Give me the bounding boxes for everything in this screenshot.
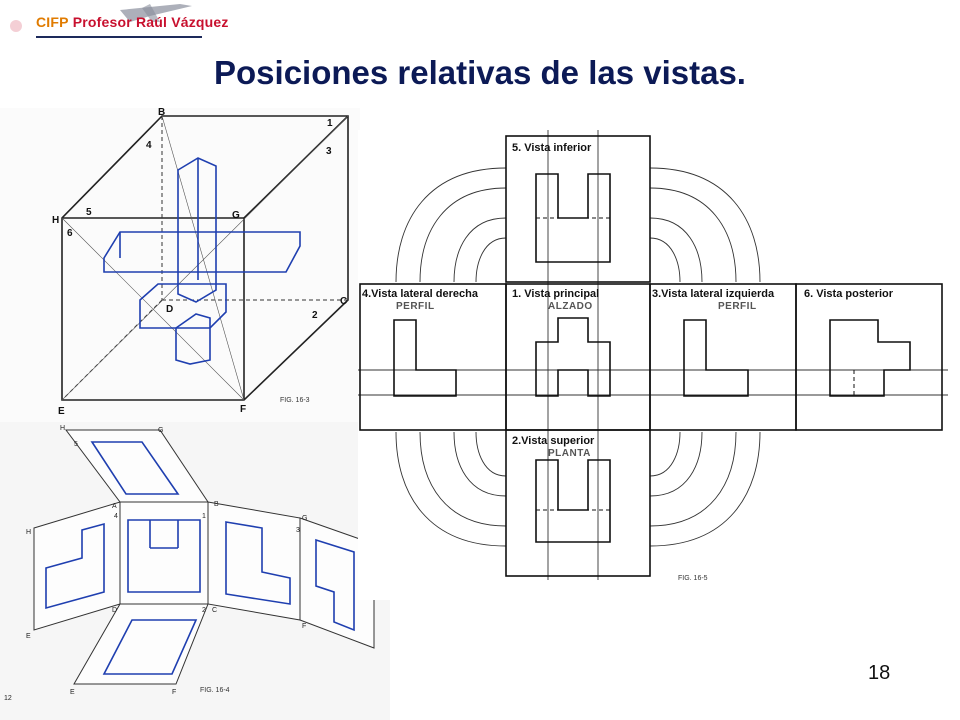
- caption-fig-16-4: FIG. 16-4: [200, 687, 230, 694]
- page-title: Posiciones relativas de las vistas.: [214, 54, 746, 91]
- corner-g: G: [232, 210, 240, 221]
- view-label-lateral-derecha: 4.Vista lateral derecha: [362, 288, 479, 300]
- unfolded-corner-h: H: [60, 425, 65, 432]
- unfolded-corner-f: F: [302, 623, 306, 630]
- cube-numbers: 1 2 3 4 5 6: [67, 118, 333, 321]
- corner-b: B: [158, 108, 165, 118]
- unfolded-number-5: 5: [74, 441, 78, 448]
- header-logo: [0, 0, 210, 46]
- corner-h: H: [52, 215, 59, 226]
- figure-views: 5. Vista inferior 4.Vista lateral derech…: [358, 130, 948, 600]
- unfolded-corner-c: C: [212, 607, 217, 614]
- caption-fig-16-5: FIG. 16-5: [678, 575, 708, 582]
- unfolded-number-4: 4: [114, 513, 118, 520]
- unfolded-numbers: 5 4 1 3 2: [74, 441, 300, 614]
- unfolded-corner-d: D: [112, 607, 117, 614]
- corner-c: C: [340, 296, 347, 307]
- unfolded-corner-h2: H: [26, 529, 31, 536]
- corner-d: D: [166, 304, 173, 315]
- view-label-principal: 1. Vista principal: [512, 288, 599, 300]
- cube-number-4: 4: [146, 140, 152, 151]
- cube-number-5: 5: [86, 207, 92, 218]
- unfolded-corner-e: E: [26, 633, 31, 640]
- view-label-lateral-izquierda: 3.Vista lateral izquierda: [652, 288, 775, 300]
- unfolded-corner-g2: G: [302, 515, 307, 522]
- unfolded-corner-g: G: [158, 427, 163, 434]
- view-label-inferior: 5. Vista inferior: [512, 142, 592, 154]
- margin-mark: 12: [4, 695, 12, 702]
- caption-fig-16-3: FIG. 16-3: [280, 397, 310, 404]
- unfolded-corners: H G A B H G E D C F E F: [26, 425, 307, 696]
- unfolded-corner-e2: E: [70, 689, 75, 696]
- unfolded-number-2: 2: [202, 607, 206, 614]
- cube-corners: B H C E F G D: [52, 108, 347, 417]
- figure-unfolded: H G A B H G E D C F E F 5 4 1 3 2 12 FIG…: [0, 422, 390, 720]
- unfolded-corner-a: A: [112, 503, 117, 510]
- cube-number-1: 1: [327, 118, 333, 129]
- view-sublabel-perfil-derecha: PERFIL: [396, 301, 435, 312]
- unfolded-corner-f2: F: [172, 689, 176, 696]
- unfolded-number-3: 3: [296, 527, 300, 534]
- logo-name: Profesor Raúl Vázquez: [72, 14, 229, 30]
- page-number: 18: [868, 662, 891, 684]
- view-sublabel-planta: PLANTA: [548, 448, 591, 459]
- unfolded-corner-b: B: [214, 501, 219, 508]
- cube-number-6: 6: [67, 228, 73, 239]
- view-label-posterior: 6. Vista posterior: [804, 288, 894, 300]
- cube-number-3: 3: [326, 146, 332, 157]
- logo-underline: [36, 36, 202, 38]
- view-label-superior: 2.Vista superior: [512, 435, 595, 447]
- logo-prefix: CIFP: [36, 14, 69, 30]
- unfolded-number-1: 1: [202, 513, 206, 520]
- corner-f: F: [240, 404, 246, 415]
- view-sublabel-perfil-izquierda: PERFIL: [718, 301, 757, 312]
- airplane-icon: [10, 4, 192, 32]
- corner-e: E: [58, 406, 65, 417]
- view-labels: 5. Vista inferior 4.Vista lateral derech…: [362, 142, 894, 459]
- view-sublabel-alzado: ALZADO: [548, 301, 593, 312]
- figure-cube: 1 2 3 4 5 6 B H C E F G D FIG. 16-3: [0, 108, 360, 426]
- cube-number-2: 2: [312, 310, 318, 321]
